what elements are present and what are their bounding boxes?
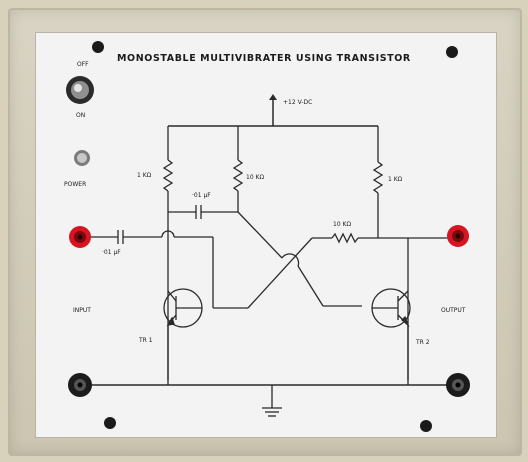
input-capacitor-label: ·01 µF [102, 249, 121, 256]
switch-on-label: ON [76, 112, 85, 119]
resistor-right-1k [372, 126, 384, 238]
screw-top-right [446, 46, 458, 58]
ground-jack-left[interactable] [68, 373, 92, 397]
power-toggle-switch[interactable] [66, 76, 94, 104]
tr1-label: TR 1 [138, 337, 153, 344]
transistor-tr2 [371, 288, 411, 328]
resistor-mid-10k [232, 126, 244, 212]
resistor-left-label: 1 KΩ [137, 172, 152, 179]
input-jack-red[interactable] [69, 226, 91, 248]
resistor-right-label: 1 KΩ [388, 176, 403, 183]
screw-bottom-left [104, 417, 116, 429]
switch-off-label: OFF [77, 61, 89, 68]
output-label: OUTPUT [441, 307, 466, 314]
output-jack-red[interactable] [447, 225, 469, 247]
ground-jack-right[interactable] [446, 373, 470, 397]
cross-coupling-wires [213, 211, 362, 309]
tr2-label: TR 2 [415, 339, 430, 346]
resistor-base-10k [312, 232, 378, 244]
input-capacitor [91, 230, 214, 308]
input-label: INPUT [73, 307, 91, 314]
front-panel [35, 32, 497, 438]
resistor-mid-label: 10 KΩ [246, 174, 264, 181]
transistor-tr1 [163, 288, 203, 328]
ground-symbol-icon [262, 385, 282, 417]
supply-label: +12 V-DC [283, 99, 312, 106]
supply-arrow-icon [269, 94, 277, 100]
panel-title: MONOSTABLE MULTIVIBRATER USING TRANSISTO… [117, 53, 411, 64]
power-label: POWER [64, 181, 86, 188]
screw-top-left [92, 41, 104, 53]
timing-capacitor [168, 205, 238, 219]
timing-capacitor-label: ·01 µF [192, 192, 211, 199]
resistor-base-label: 10 KΩ [333, 221, 351, 228]
screw-bottom-right [420, 420, 432, 432]
power-indicator-lamp [74, 150, 90, 166]
